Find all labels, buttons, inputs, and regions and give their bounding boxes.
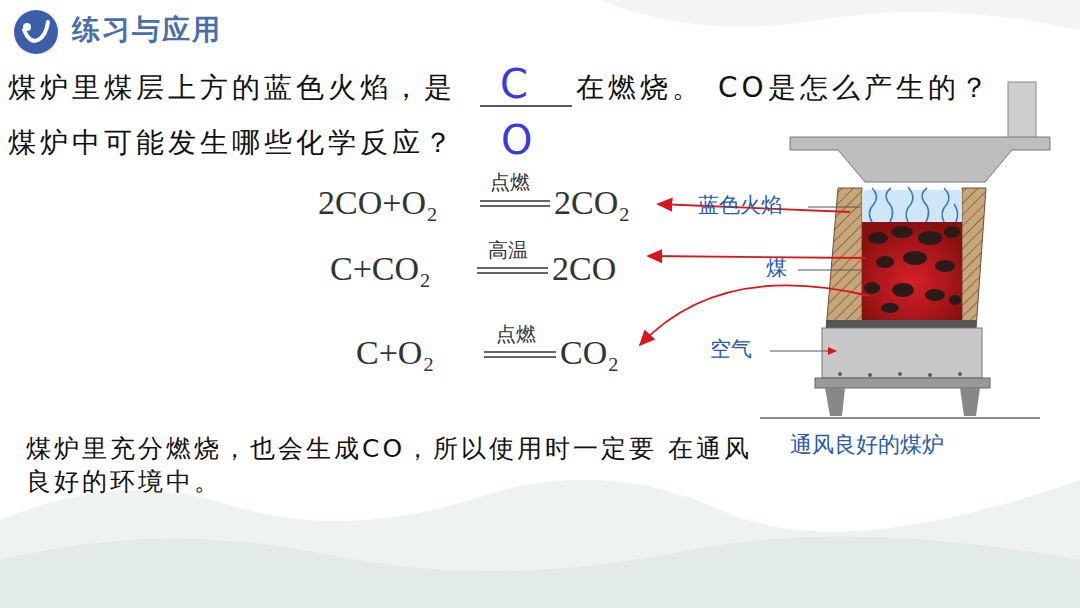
air-arrow (770, 351, 836, 352)
reaction-formula: CO₂ (560, 333, 619, 374)
reaction-formula: 2CO₂ (554, 183, 630, 224)
mist-hill (0, 536, 1080, 608)
header-icon (23, 23, 31, 31)
mist-cloud (600, 0, 1080, 30)
reaction-condition: 高温 (488, 238, 528, 262)
question-text: CO是怎么产生的？ (718, 71, 992, 105)
header-icon (24, 22, 48, 41)
figure-caption: 通风良好的煤炉 (790, 432, 944, 458)
reaction-condition: 点燃 (496, 322, 536, 346)
stove-part-label: 空气 (710, 337, 752, 362)
coal-stove (760, 82, 1050, 418)
header-icon (14, 10, 58, 54)
stove-part-label: 蓝色火焰 (698, 193, 782, 218)
reaction-formula: C+O₂ (356, 333, 434, 374)
question-text: 煤炉里煤层上方的蓝色火焰，是 (8, 71, 456, 105)
stove-part-label: 煤 (766, 256, 787, 281)
reaction-formula: C+CO₂ (330, 249, 431, 290)
reaction-equals (477, 201, 556, 357)
reaction-formula: 2CO+O₂ (318, 183, 438, 224)
question-text: 在燃烧。 (576, 71, 704, 105)
handwritten-answer: C (500, 60, 528, 108)
reaction-condition: 点燃 (490, 170, 530, 194)
question-text: 煤炉中可能发生哪些化学反应？ (8, 126, 456, 160)
safety-note: 煤炉里充分燃烧，也会生成CO，所以使用时一定要 在通风良好的环境中。 (26, 433, 766, 498)
leader-line (798, 207, 862, 270)
slide-title: 练习与应用 (72, 13, 222, 47)
red-arrow (640, 204, 870, 345)
reaction-formula: 2CO (552, 249, 616, 290)
mist-hill (0, 480, 1080, 608)
handwritten-answer: O (501, 116, 532, 164)
